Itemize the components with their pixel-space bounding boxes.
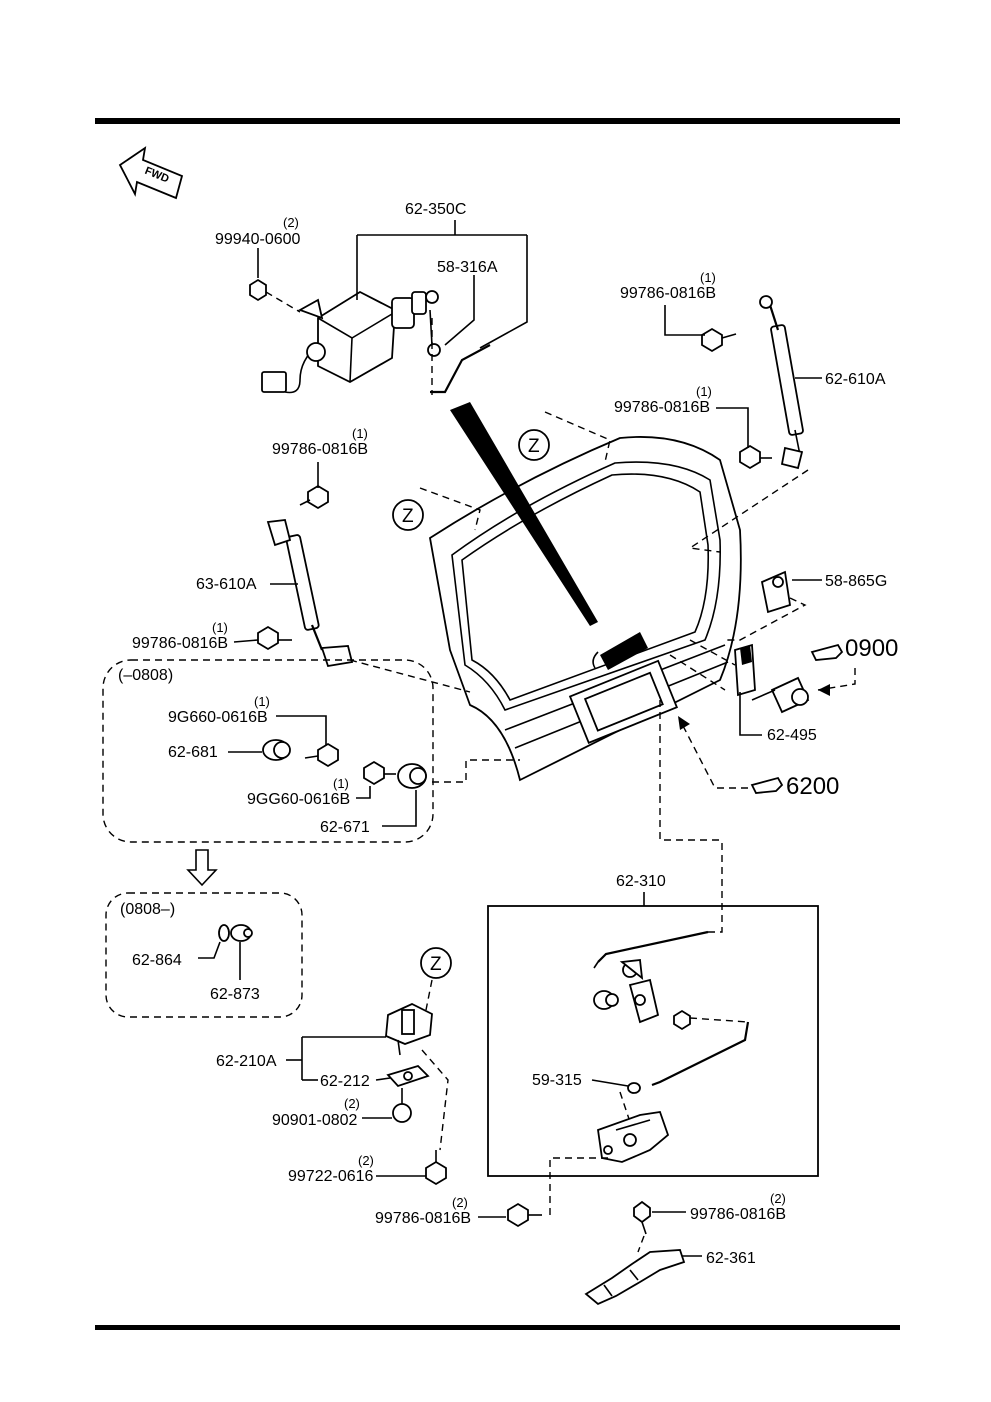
callout-99940-0600: 99940-0600 xyxy=(215,231,301,248)
lock-cylinder xyxy=(751,676,810,714)
nut-90901 xyxy=(392,1103,412,1123)
callout-99786-0816b-b1: 99786-0816B xyxy=(375,1210,471,1227)
top-rule xyxy=(95,118,900,124)
wiper-blade xyxy=(450,402,598,626)
qty-99786-r2: (1) xyxy=(696,384,712,399)
callout-62-361: 62-361 xyxy=(706,1250,756,1267)
callout-99786-0816b-l1: 99786-0816B xyxy=(272,441,368,458)
group-late-range: (0808–) xyxy=(120,901,175,918)
latch-mechanism xyxy=(597,1110,670,1163)
bottom-rule xyxy=(95,1325,900,1330)
latch-group-box xyxy=(487,905,819,1177)
callout-99786-0816b-l2: 99786-0816B xyxy=(132,635,228,652)
qty-99786-l1: (1) xyxy=(352,426,368,441)
callout-62-873: 62-873 xyxy=(210,986,260,1003)
latch-rod-upper xyxy=(593,930,709,969)
latch-bolt xyxy=(673,1009,691,1031)
nut-99940 xyxy=(249,278,267,302)
bolt-left-bottom xyxy=(257,625,292,651)
callout-58-865g: 58-865G xyxy=(825,573,887,590)
gas-strut-left xyxy=(266,519,354,668)
fwd-arrow-icon: FWD xyxy=(118,146,184,200)
bolt-right-bottom xyxy=(739,444,772,470)
bolt-99722 xyxy=(425,1150,447,1186)
bumper-62-681 xyxy=(262,739,291,761)
callout-99722-0616: 99722-0616 xyxy=(288,1168,374,1185)
rod-58-316a xyxy=(427,309,491,394)
qty-9gg60: (1) xyxy=(333,776,349,791)
qty-99940-0600: (2) xyxy=(283,215,299,230)
callout-62-350c: 62-350C xyxy=(405,201,466,218)
latch-clip xyxy=(619,959,644,981)
qty-90901: (2) xyxy=(344,1096,360,1111)
svg-text:Z: Z xyxy=(402,506,414,527)
callout-99786-0816b-r2: 99786-0816B xyxy=(614,399,710,416)
qty-99786-b2: (2) xyxy=(770,1191,786,1206)
group-box-late xyxy=(105,892,303,1018)
qty-99722: (2) xyxy=(358,1153,374,1168)
callout-62-671: 62-671 xyxy=(320,819,370,836)
plate-62-212 xyxy=(386,1064,430,1088)
callout-62-681: 62-681 xyxy=(168,744,218,761)
zone-marker-top: Z xyxy=(518,429,550,461)
qty-99786-tr: (1) xyxy=(700,270,716,285)
bolt-bottom-right xyxy=(633,1200,651,1235)
bumper-62-671 xyxy=(397,763,427,789)
callout-62-210a: 62-210A xyxy=(216,1053,277,1070)
callout-99786-0816b-tr: 99786-0816B xyxy=(620,285,716,302)
gas-strut-right xyxy=(759,295,804,470)
latch-rod-lower xyxy=(651,1021,750,1087)
callout-62-495: 62-495 xyxy=(767,727,817,744)
callout-63-610a: 63-610A xyxy=(196,576,257,593)
latch-bracket xyxy=(628,978,660,1024)
callout-9gg60-0616b: 9GG60-0616B xyxy=(247,791,350,808)
callout-62-212: 62-212 xyxy=(320,1073,370,1090)
bolt-right-top xyxy=(701,327,737,353)
qty-9g660: (1) xyxy=(254,694,270,709)
latch-bushing xyxy=(593,990,619,1010)
striker-62-361 xyxy=(584,1249,686,1306)
callout-59-315: 59-315 xyxy=(532,1072,582,1089)
hand-pointer-icon-0900 xyxy=(810,643,844,661)
callout-90901-0802: 90901-0802 xyxy=(272,1112,358,1129)
qty-99786-b1: (2) xyxy=(452,1195,468,1210)
svg-text:Z: Z xyxy=(430,954,442,975)
bolt-9g660 xyxy=(304,742,339,768)
callout-62-610a: 62-610A xyxy=(825,371,886,388)
bolt-left-top xyxy=(299,484,329,510)
transition-arrow-icon xyxy=(186,849,218,887)
callout-62-864: 62-864 xyxy=(132,952,182,969)
hand-pointer-icon-6200 xyxy=(750,776,784,794)
zone-marker-left: Z xyxy=(392,499,424,531)
group-box-early xyxy=(102,659,434,843)
lock-actuator xyxy=(261,290,439,394)
bolt-bottom-left xyxy=(507,1202,542,1228)
latch-62-495 xyxy=(734,643,756,697)
clip-62-864 xyxy=(218,924,230,942)
ref-0900: 0900 xyxy=(845,635,898,662)
bumper-62-873 xyxy=(230,924,253,942)
bracket-58-865g xyxy=(760,570,792,614)
zone-marker-hinge: Z xyxy=(420,947,452,979)
callout-9g660-0616b: 9G660-0616B xyxy=(168,709,268,726)
callout-62-310: 62-310 xyxy=(616,873,666,890)
svg-text:Z: Z xyxy=(528,436,540,457)
ref-6200: 6200 xyxy=(786,773,839,800)
callout-99786-0816b-b2: 99786-0816B xyxy=(690,1206,786,1223)
callout-58-316a: 58-316A xyxy=(437,259,498,276)
leader-62-350c xyxy=(356,220,528,349)
latch-clip-59-315 xyxy=(627,1082,641,1094)
qty-99786-l2: (1) xyxy=(212,620,228,635)
hinge-62-210a xyxy=(385,1003,433,1056)
bolt-9gg60 xyxy=(363,760,396,786)
group-early-range: (–0808) xyxy=(118,667,173,684)
